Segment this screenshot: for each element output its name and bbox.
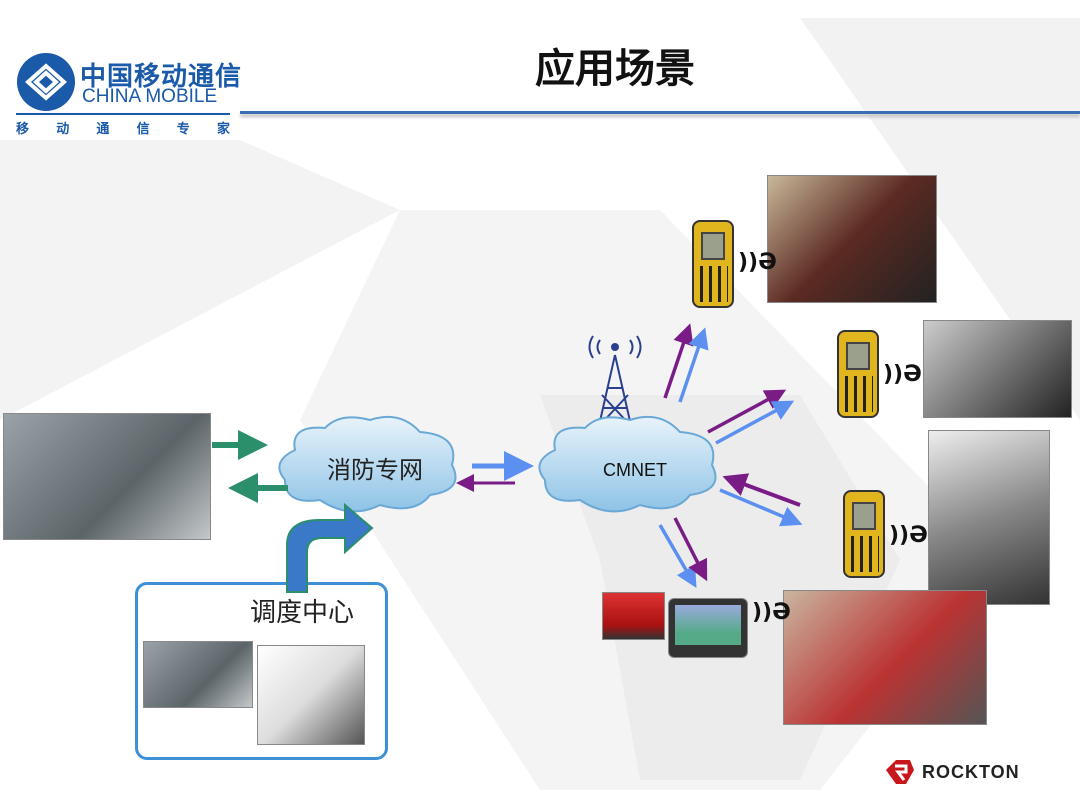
- rockton-brand: ROCKTON: [922, 762, 1020, 782]
- slogan-char: 家: [216, 122, 230, 137]
- header-divider: [240, 111, 1080, 114]
- logo-divider: [16, 113, 230, 115]
- arrow-blue: [678, 327, 709, 403]
- arrow-purple: [707, 389, 787, 434]
- ear-icon: ))Ə: [889, 523, 928, 548]
- dispatch-center-label: 调度中心: [250, 598, 355, 628]
- logo-name-cn: 中国移动通信: [80, 62, 243, 92]
- ear-icon: ))Ə: [883, 362, 922, 387]
- phone-icon: [843, 490, 885, 578]
- ear-icon: ))Ə: [738, 250, 777, 275]
- slogan-char: 专: [176, 122, 190, 137]
- china-mobile-logo-icon: [17, 53, 75, 111]
- control-room-photo: [3, 413, 211, 540]
- rockton-logo-icon: [886, 760, 914, 784]
- dispatch-room-photo: [143, 641, 253, 708]
- arrow-purple: [722, 473, 801, 507]
- logo-slogan: 移 动 通 信 专 家: [16, 118, 230, 137]
- slogan-char: 动: [56, 122, 70, 137]
- firefighter-photo-2: [923, 320, 1072, 418]
- fire-network-label: 消防专网: [327, 456, 423, 484]
- arrow-blue: [715, 400, 795, 445]
- arrow-blue: [658, 524, 697, 589]
- logo-name-en: CHINA MOBILE: [82, 86, 218, 107]
- page-title: 应用场景: [535, 46, 695, 92]
- ear-icon: ))Ə: [752, 600, 791, 625]
- fire-network-cloud: [278, 416, 457, 513]
- phone-icon: [837, 330, 879, 418]
- arrow-blue: [719, 488, 803, 527]
- slogan-char: 移: [16, 122, 30, 137]
- fire-truck-scene-photo: [783, 590, 987, 725]
- gps-device-icon: [668, 598, 748, 658]
- arrow-purple: [663, 323, 694, 399]
- cell-tower-icon: [588, 335, 642, 431]
- cmnet-cloud: [538, 416, 717, 513]
- firefighters-photo-1: [767, 175, 937, 303]
- arrow-purple: [673, 517, 708, 582]
- firefighters-photo-3: [928, 430, 1050, 605]
- phone-icon: [692, 220, 734, 308]
- slogan-char: 信: [136, 122, 150, 137]
- dispatch-curved-arrow: [286, 502, 374, 593]
- fire-truck-icon: [602, 592, 665, 640]
- slogan-char: 通: [96, 122, 110, 137]
- operator-photo: [257, 645, 365, 745]
- cmnet-label: CMNET: [603, 460, 667, 480]
